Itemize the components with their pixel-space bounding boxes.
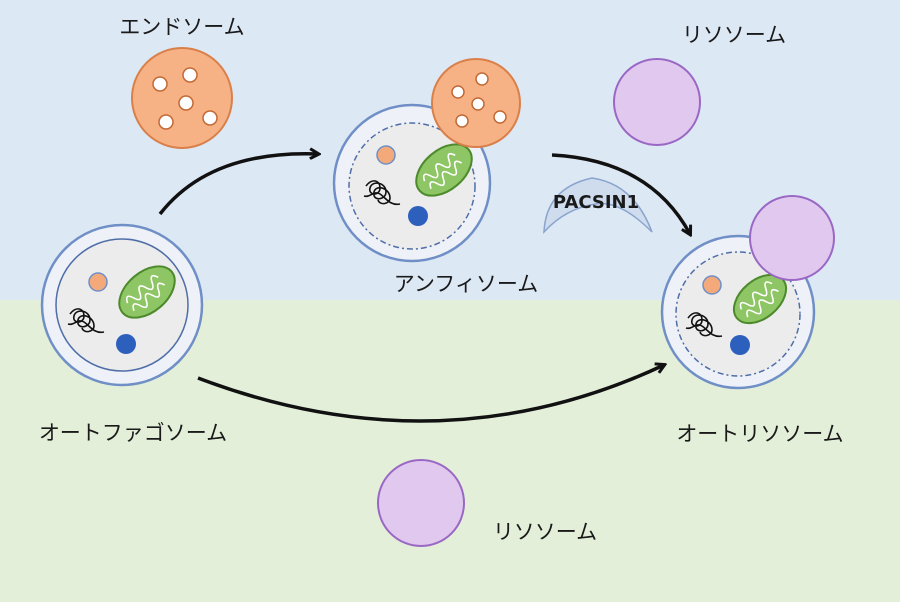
arrow-amphisome-to-autolysosome [551,153,690,234]
autophagosome [40,223,204,387]
endosome-label: エンドソーム [119,15,244,39]
pacsin1-label: PACSIN1 [553,192,639,213]
autophagosome-blue-granule [116,334,136,354]
pacsin1-crescent [543,177,653,235]
amphisome-label: アンフィソーム [394,272,538,296]
lysosome-top [613,58,701,146]
autolysosome-small-vesicle [702,275,722,295]
arrow-autophagosome-to-amphisome [158,154,318,216]
amphisome-endosome [431,58,521,148]
autophagosome-mitochondrion [118,265,176,319]
autolysosome-lysosome [749,195,835,281]
amphisome-small-vesicle [376,145,396,165]
autolysosome-label: オートリソソーム [676,422,843,446]
amphisome [332,103,492,263]
amphisome-blue-granule [408,206,428,226]
lysosome-top-label: リソソーム [682,23,786,47]
autophagosome-label: オートファゴソーム [39,421,227,445]
autophagosome-small-vesicle [88,272,108,292]
amphisome-tangle [363,180,401,206]
autolysosome-tangle [685,312,723,338]
autophagosome-tangle [67,308,105,334]
lysosome-bottom [377,459,465,547]
autolysosome-blue-granule [730,335,750,355]
arrow-autophagosome-to-autolysosome [197,365,664,423]
lysosome-bottom-label: リソソーム [493,520,597,544]
endosome [131,47,233,149]
amphisome-mitochondrion [415,143,473,197]
